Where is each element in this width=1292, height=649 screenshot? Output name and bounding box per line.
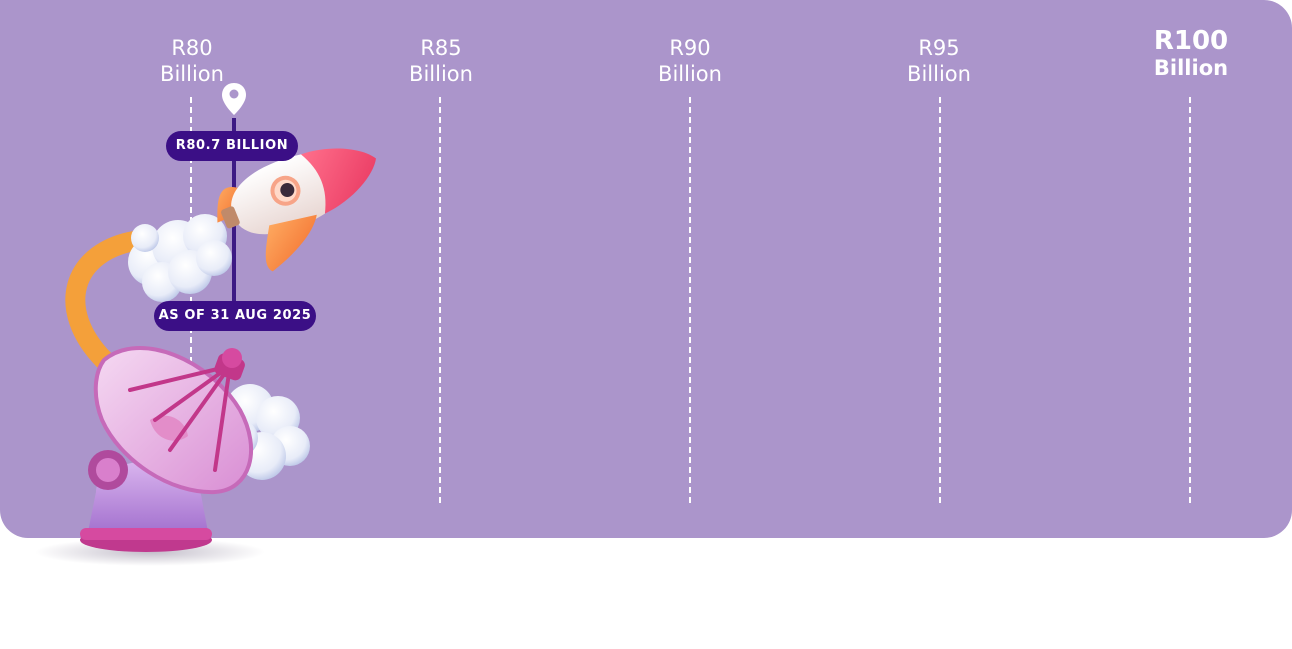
tick-label-r95: R95 Billion xyxy=(869,35,1009,87)
tick-amount: R90 xyxy=(669,36,711,60)
tick-label-r90: R90 Billion xyxy=(620,35,760,87)
tick-line-r90 xyxy=(689,97,691,503)
location-pin-icon xyxy=(222,83,246,115)
progress-panel: R80 Billion R85 Billion R90 Billion R95 … xyxy=(0,0,1292,538)
as-of-date-badge: AS OF 31 AUG 2025 xyxy=(154,301,316,331)
tick-amount: R80 xyxy=(171,36,213,60)
tick-amount: R95 xyxy=(918,36,960,60)
tick-line-r100 xyxy=(1189,97,1191,503)
tick-line-r85 xyxy=(439,97,441,503)
tick-amount: R85 xyxy=(420,36,462,60)
current-value-badge: R80.7 BILLION xyxy=(166,131,298,161)
tick-amount: R100 xyxy=(1153,26,1229,56)
tick-unit: Billion xyxy=(1153,56,1229,80)
tick-line-r95 xyxy=(939,97,941,503)
tick-unit: Billion xyxy=(409,62,473,86)
tick-label-r85: R85 Billion xyxy=(371,35,511,87)
tick-label-r80: R80 Billion xyxy=(122,35,262,87)
tick-unit: Billion xyxy=(658,62,722,86)
tick-unit: Billion xyxy=(907,62,971,86)
tick-label-r100: R100 Billion xyxy=(1121,27,1261,81)
tick-unit: Billion xyxy=(160,62,224,86)
tick-line-r80 xyxy=(190,97,192,503)
